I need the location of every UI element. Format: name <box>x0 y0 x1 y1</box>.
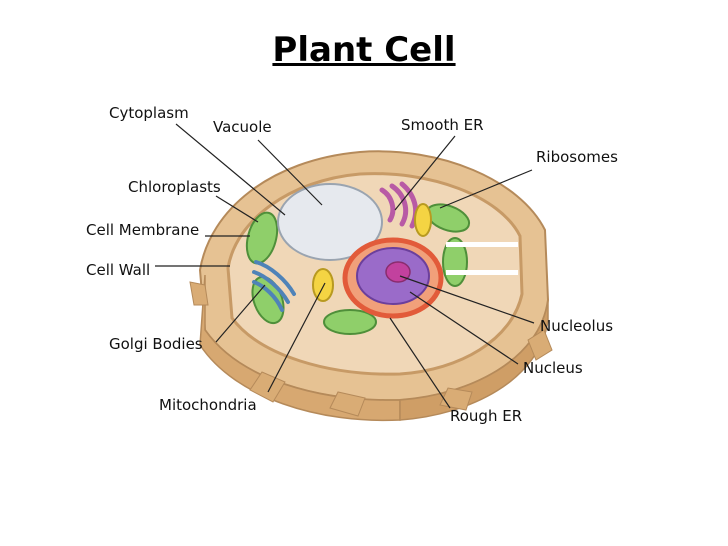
diagram-title: Plant Cell <box>272 30 456 70</box>
label-chloroplasts: Chloroplasts <box>128 178 221 196</box>
golgi-bodies <box>252 260 296 312</box>
label-ribosomes: Ribosomes <box>536 148 618 166</box>
pointer-bar <box>446 270 518 275</box>
label-cell-membrane: Cell Membrane <box>86 221 200 239</box>
label-cytoplasm: Cytoplasm <box>109 104 189 122</box>
label-vacuole: Vacuole <box>213 118 272 136</box>
leader-lines <box>155 123 535 409</box>
label-cell-wall: Cell Wall <box>86 261 151 279</box>
label-mitochondria: Mitochondria <box>159 396 257 414</box>
nucleolus <box>385 261 411 283</box>
vacuole <box>277 183 383 261</box>
label-smooth-er: Smooth ER <box>401 116 484 134</box>
label-golgi-bodies: Golgi Bodies <box>109 335 203 353</box>
label-nucleus: Nucleus <box>523 359 583 377</box>
mitochondria <box>312 203 432 302</box>
pointer-bar <box>446 242 518 247</box>
label-rough-er: Rough ER <box>450 407 523 425</box>
label-nucleolus: Nucleolus <box>540 317 614 335</box>
smooth-er <box>379 181 419 229</box>
